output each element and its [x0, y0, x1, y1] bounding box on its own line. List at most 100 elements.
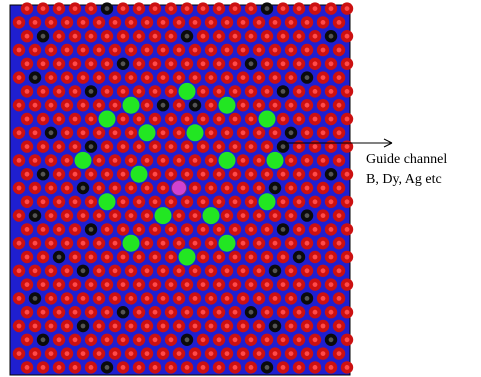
fuel-pin-core — [328, 227, 334, 232]
fuel-pin-core — [112, 20, 118, 25]
fuel-pin-core — [296, 199, 302, 205]
fuel-pin-core — [200, 6, 206, 11]
fuel-pin-core — [16, 296, 22, 301]
fuel-pin-core — [272, 351, 278, 356]
fuel-pin-core — [224, 20, 230, 25]
fuel-pin-core — [64, 130, 70, 136]
fuel-pin-core — [216, 33, 222, 39]
fuel-pin-core — [40, 89, 46, 94]
fuel-pin-core — [248, 227, 254, 232]
guide-channel-core — [32, 75, 38, 80]
fuel-pin-core — [192, 213, 198, 219]
fuel-pin-core — [192, 185, 198, 191]
fuel-pin-core — [248, 89, 254, 94]
fuel-pin-core — [152, 365, 158, 370]
fuel-pin-core — [16, 75, 22, 80]
guide-channel-core — [248, 309, 254, 315]
fuel-pin-core — [256, 47, 262, 53]
fuel-pin-core — [144, 296, 150, 301]
fuel-pin-core — [120, 6, 126, 11]
fuel-pin-core — [344, 309, 350, 315]
guide-channel-core — [272, 268, 278, 274]
fuel-pin-core — [88, 309, 94, 315]
control-rod-cell — [74, 151, 92, 169]
fuel-pin-core — [136, 6, 142, 11]
fuel-pin-core — [240, 268, 246, 274]
control-rod-cell — [154, 207, 172, 225]
fuel-pin-core — [104, 282, 110, 287]
fuel-pin-core — [136, 89, 142, 94]
fuel-pin-core — [224, 130, 230, 136]
fuel-pin-core — [24, 144, 30, 150]
fuel-pin-core — [104, 144, 110, 150]
fuel-pin-core — [128, 351, 134, 356]
control-rod-cell — [266, 151, 284, 169]
fuel-pin-core — [208, 351, 214, 356]
guide-channel-core — [280, 227, 286, 232]
fuel-pin-core — [56, 282, 62, 287]
fuel-pin-core — [240, 240, 246, 246]
fuel-pin-core — [120, 365, 126, 370]
fuel-pin-core — [288, 102, 294, 108]
fuel-pin-core — [184, 309, 190, 315]
fuel-pin-core — [200, 33, 206, 39]
control-rod-cell — [122, 96, 140, 114]
fuel-pin-core — [200, 116, 206, 122]
fuel-pin-core — [120, 227, 126, 232]
fuel-pin-core — [88, 365, 94, 370]
fuel-pin-core — [48, 185, 54, 191]
control-rod-cell — [138, 124, 156, 142]
fuel-pin-core — [320, 185, 326, 191]
fuel-pin-core — [32, 20, 38, 25]
fuel-pin-core — [96, 323, 102, 329]
fuel-pin-core — [264, 282, 270, 287]
fuel-pin-core — [208, 130, 214, 136]
fuel-pin-core — [64, 158, 70, 163]
fuel-pin-core — [256, 351, 262, 356]
fuel-pin-core — [264, 254, 270, 260]
fuel-pin-core — [144, 323, 150, 329]
fuel-pin-core — [200, 309, 206, 315]
fuel-pin-core — [64, 323, 70, 329]
special-cells — [74, 82, 284, 266]
fuel-pin-core — [152, 116, 158, 122]
guide-channel-core — [304, 296, 310, 301]
fuel-pin-core — [128, 20, 134, 25]
fuel-pin-core — [144, 268, 150, 274]
fuel-pin-core — [336, 323, 342, 329]
fuel-pin-core — [224, 351, 230, 356]
fuel-pin-core — [144, 185, 150, 191]
fuel-pin-core — [24, 116, 30, 122]
fuel-pin-core — [72, 6, 78, 11]
fuel-pin-core — [160, 323, 166, 329]
fuel-pin-core — [312, 61, 318, 67]
fuel-pin-core — [200, 61, 206, 67]
fuel-pin-core — [248, 199, 254, 205]
fuel-pin-core — [256, 296, 262, 301]
fuel-pin-core — [288, 240, 294, 246]
fuel-pin-core — [176, 130, 182, 136]
control-rod-cell — [218, 234, 236, 252]
fuel-pin-core — [72, 171, 78, 177]
fuel-pin-core — [328, 144, 334, 150]
fuel-pin-core — [176, 102, 182, 108]
fuel-pin-core — [328, 116, 334, 122]
fuel-pin-core — [48, 47, 54, 53]
fuel-pin-core — [48, 213, 54, 219]
fuel-pin-core — [152, 199, 158, 205]
guide-channel-core — [280, 89, 286, 94]
fuel-pin-core — [184, 365, 190, 370]
fuel-pin-core — [240, 20, 246, 25]
fuel-pin-core — [136, 116, 142, 122]
fuel-pin-core — [216, 365, 222, 370]
fuel-pin-core — [248, 6, 254, 11]
fuel-pin-core — [112, 240, 118, 246]
fuel-pin-core — [344, 365, 350, 370]
fuel-pin-core — [256, 75, 262, 80]
fuel-pin-core — [328, 254, 334, 260]
fuel-pin-core — [328, 365, 334, 370]
fuel-pin-core — [216, 171, 222, 177]
fuel-pin-core — [280, 6, 286, 11]
control-rod-cell — [258, 110, 276, 128]
fuel-pin-core — [176, 351, 182, 356]
